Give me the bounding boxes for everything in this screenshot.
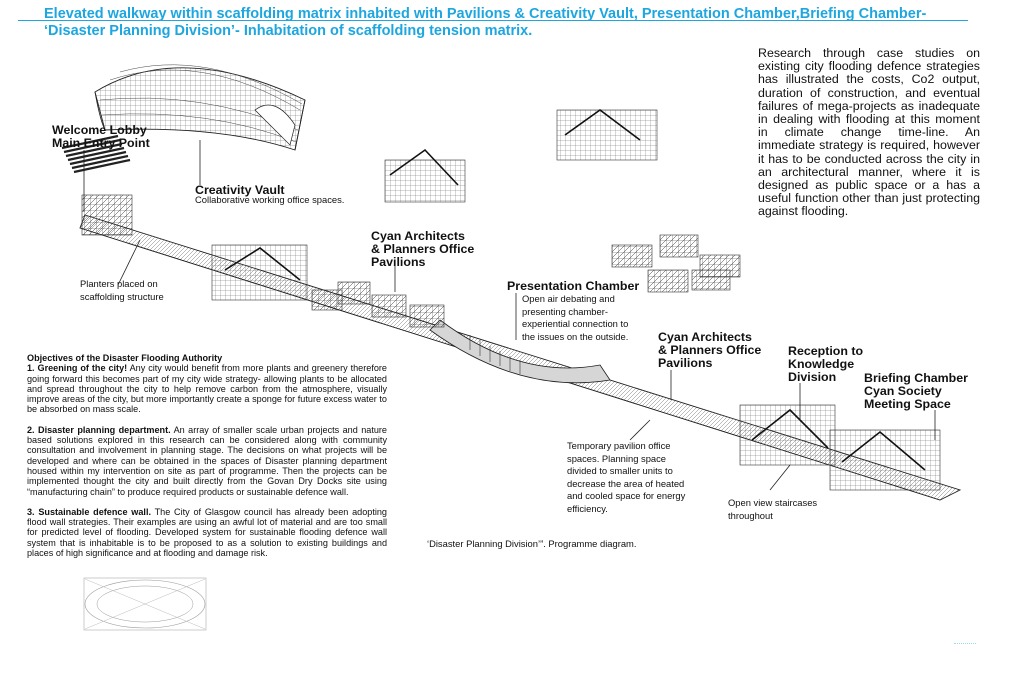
creativity-vault-sub: Collaborative working office spaces. [195, 194, 345, 205]
pavilion-cluster [611, 234, 741, 293]
research-paragraph: Research through case studies on existin… [758, 46, 980, 219]
cyan-office-label-2: Cyan Architects & Planners Office Pavili… [658, 330, 762, 370]
creativity-vault-label: Creativity Vault [195, 183, 285, 197]
creativity-vault-model [94, 64, 306, 151]
objectives-block: Objectives of the Disaster Flooding Auth… [27, 353, 387, 568]
planters-label: Planters placed on scaffolding structure [80, 278, 164, 302]
tension-matrix-sketch [83, 577, 207, 631]
welcome-lobby-label: Welcome Lobby Main Entry Point [52, 123, 150, 150]
cyan-office-label-1: Cyan Architects & Planners Office Pavili… [371, 229, 475, 269]
presentation-sub-label: Open air debating and presenting chamber… [522, 293, 629, 342]
title-underline [18, 20, 968, 21]
title-line-2: ‘Disaster Planning Division’- Inhabitati… [44, 23, 533, 39]
temporary-pavilion-label: Temporary pavilion office spaces. Planni… [567, 440, 686, 514]
briefing-chamber-label: Briefing Chamber Cyan Society Meeting Sp… [864, 371, 968, 411]
objective-2-lead: 2. Disaster planning department. [27, 424, 171, 435]
staircase-module-1 [384, 148, 466, 203]
page-title: Elevated walkway within scaffolding matr… [44, 6, 984, 40]
objective-3-lead: 3. Sustainable defence wall. [27, 506, 152, 517]
leader-lines [83, 140, 936, 491]
decorative-dots [954, 643, 976, 646]
presentation-chamber-label: Presentation Chamber [507, 279, 640, 293]
reception-label: Reception to Knowledge Division [788, 344, 864, 384]
staircases-label: Open view staircases throughout [728, 497, 818, 521]
objective-2-text: An array of smaller scale urban projects… [27, 424, 387, 497]
objective-1-lead: 1. Greening of the city! [27, 363, 128, 374]
staircase-module-2 [556, 109, 658, 161]
title-line-1: Elevated walkway within scaffolding matr… [44, 6, 927, 22]
objectives-heading: Objectives of the Disaster Flooding Auth… [27, 353, 223, 363]
planter-rows [61, 134, 131, 174]
scaffold-pavilions [81, 194, 941, 491]
diagram-caption: ‘Disaster Planning Division’”. Programme… [427, 538, 637, 549]
objective-3-text: The City of Glasgow council has already … [27, 506, 387, 559]
objective-1-text: Any city would benefit from more plants … [27, 363, 387, 415]
